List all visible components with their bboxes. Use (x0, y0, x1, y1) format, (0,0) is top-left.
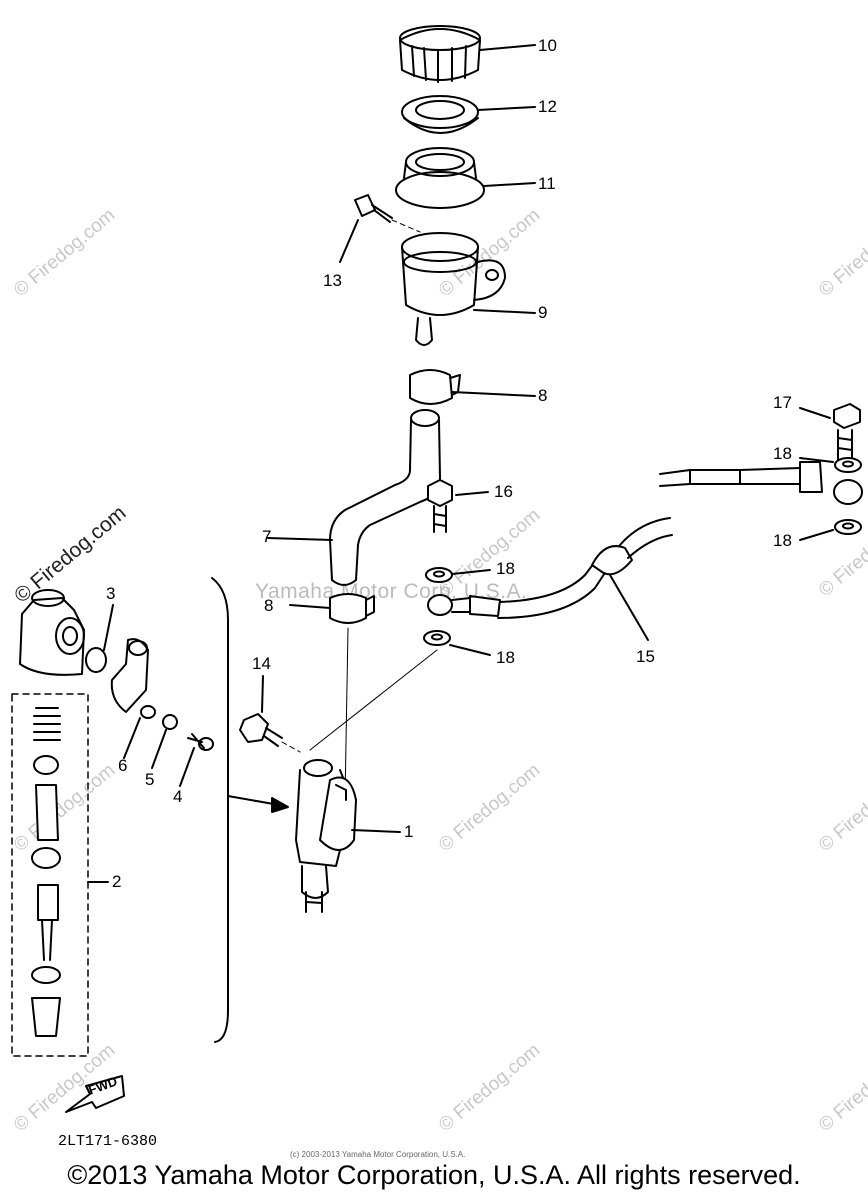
callout-6: 6 (118, 756, 128, 775)
piston-kit-parts (31, 707, 109, 1037)
copper-washer (425, 567, 491, 583)
callout-9: 9 (538, 303, 548, 322)
callout-8: 8 (264, 596, 274, 615)
bolt-14 (239, 675, 301, 753)
small-copyright: (c) 2003-2013 Yamaha Motor Corporation, … (290, 1150, 466, 1159)
union-bolt-16 (427, 479, 489, 533)
hose-clip-upper (409, 369, 536, 405)
callout-13: 13 (323, 271, 342, 290)
assembly-bracket (211, 577, 229, 1043)
brake-hose (427, 461, 863, 641)
copyright-footer: ©2013 Yamaha Motor Corporation, U.S.A. A… (67, 1160, 801, 1190)
callout-4: 4 (173, 787, 183, 806)
cylinder-body-left (19, 589, 85, 676)
callout-5: 5 (145, 770, 155, 789)
nut-5 (151, 714, 178, 769)
callout-18: 18 (773, 444, 792, 463)
callout-12: 12 (538, 97, 557, 116)
callout-18: 18 (496, 559, 515, 578)
reservoir-plate (401, 95, 536, 134)
screw-13 (339, 194, 421, 263)
callout-11: 11 (538, 174, 556, 193)
o-ring (85, 604, 114, 673)
hose-joint (110, 638, 149, 713)
assembly-arrowhead (271, 797, 289, 813)
copper-washer (309, 630, 491, 751)
callout-3: 3 (106, 584, 116, 603)
piston-kit-box (11, 693, 89, 1057)
diagram-code: 2LT171-6380 (58, 1133, 158, 1150)
callout-15: 15 (636, 647, 655, 666)
callout-18: 18 (496, 648, 515, 667)
bolt-4 (179, 733, 214, 787)
copper-washer (799, 457, 862, 473)
fwd-arrow (65, 1075, 125, 1113)
reservoir-diaphragm (395, 147, 536, 209)
callout-18: 18 (773, 531, 792, 550)
reservoir-cap (399, 25, 536, 83)
callout-16: 16 (494, 482, 513, 501)
washer-6 (123, 705, 156, 759)
copper-washer (799, 519, 862, 541)
union-bolt-17 (799, 403, 861, 461)
center-watermark: Yamaha Motor Corp. U.S.A. (255, 580, 528, 603)
callout-14: 14 (252, 654, 271, 673)
callout-7: 7 (262, 527, 272, 546)
callout-1: 1 (404, 822, 414, 841)
reservoir-tank (401, 232, 536, 346)
callout-10: 10 (538, 36, 557, 55)
reservoir-hose (267, 409, 441, 586)
callout-8: 8 (538, 386, 548, 405)
master-cylinder (295, 759, 401, 913)
hose-clip-lower (289, 593, 375, 801)
callout-2: 2 (112, 872, 122, 891)
callout-17: 17 (773, 393, 792, 412)
